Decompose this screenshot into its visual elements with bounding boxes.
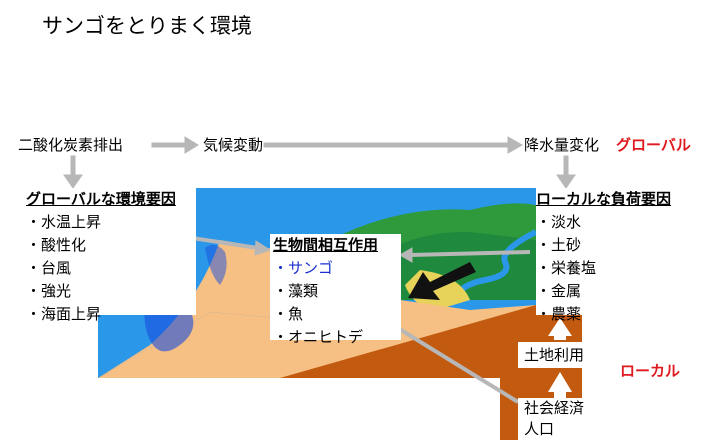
arrow-co2-climate [151, 142, 186, 148]
global-factors-heading: グローバルな環境要因 [26, 190, 176, 208]
arrow-climate-precip [263, 142, 510, 148]
arrow-precip-down-head [556, 174, 576, 189]
arrow-co2-climate-head [184, 136, 199, 154]
local-load-item: ・農薬 [536, 305, 582, 323]
local-load-item: ・淡水 [536, 213, 582, 231]
global-factor-item: ・強光 [26, 282, 72, 300]
land-use-box: 土地利用 [518, 342, 608, 368]
page-title: サンゴをとりまく環境 [42, 14, 252, 38]
arrow-climate-precip-head [507, 136, 524, 154]
arrow-socio-up-head [548, 372, 572, 392]
arrow-local-interactions [409, 250, 531, 257]
interaction-item: ・オニヒトデ [273, 328, 364, 346]
global-factor-item: ・酸性化 [26, 236, 87, 254]
climate-change-label: 気候変動 [203, 136, 264, 154]
soil-layer [280, 305, 536, 378]
interaction-item-coral: ・サンゴ [273, 259, 334, 277]
arrow-local-interactions-head [399, 247, 413, 263]
interaction-item: ・藻類 [273, 282, 319, 300]
global-factor-item: ・海面上昇 [26, 305, 102, 323]
interactions-box: 生物間相互作用 ・サンゴ ・藻類 ・魚 ・オニヒトデ [270, 234, 401, 346]
arrow-global-interactions [191, 236, 259, 250]
outflow-arrow [408, 262, 476, 300]
arrow-precip-down [563, 155, 569, 177]
global-factors-box: グローバルな環境要因 ・水温上昇 ・酸性化 ・台風 ・強光 ・海面上昇 [26, 188, 196, 323]
arrow-global-interactions-head [254, 240, 272, 256]
population-label: 人口 [524, 420, 555, 438]
arrow-co2-down [70, 155, 76, 177]
arrow-co2-down-head [63, 174, 83, 189]
socio-box: 社会経済 人口 [518, 398, 602, 442]
socio-economy-label: 社会経済 [524, 399, 585, 417]
local-load-item: ・栄養塩 [536, 259, 597, 277]
arrow-socio-up-shaft [554, 390, 566, 398]
co2-emission-label: 二酸化炭素排出 [18, 136, 124, 154]
global-factor-item: ・台風 [26, 259, 72, 277]
local-load-item: ・土砂 [536, 236, 582, 254]
river [452, 229, 538, 300]
precipitation-change-label: 降水量変化 [524, 136, 600, 154]
local-loads-box: ローカルな負荷要因 ・淡水 ・土砂 ・栄養塩 ・金属 ・農薬 [536, 188, 694, 323]
land-arrows [548, 318, 572, 398]
reef-sand [98, 240, 300, 378]
arrow-socio-interactions [386, 320, 520, 404]
interactions-heading: 生物間相互作用 [273, 236, 379, 254]
local-loads-heading: ローカルな負荷要因 [536, 190, 672, 208]
local-load-item: ・金属 [536, 282, 582, 300]
arrow-land-up-head [548, 318, 572, 336]
global-factor-item: ・水温上昇 [26, 213, 102, 231]
interaction-item: ・魚 [273, 305, 304, 323]
local-tag: ローカル [620, 362, 681, 380]
global-tag: グローバル [616, 136, 691, 154]
arrow-land-up-shaft [554, 334, 566, 340]
land-use-label: 土地利用 [524, 346, 585, 364]
reef-patch [205, 244, 227, 285]
